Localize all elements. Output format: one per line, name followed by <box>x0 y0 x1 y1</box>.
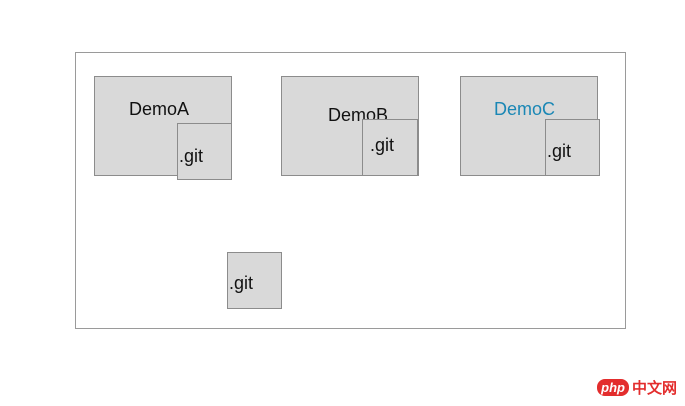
demo-a-label: DemoA <box>129 99 190 119</box>
demo-a-git-label: .git <box>179 146 204 166</box>
demo-b-git-box: .git <box>362 119 418 176</box>
demo-c-git-label: .git <box>547 141 572 161</box>
watermark-site-text: 中文网 <box>631 379 677 397</box>
demo-a-git-box: .git <box>177 123 232 180</box>
demo-c-git-box: .git <box>545 119 600 176</box>
site-watermark: php 中文网 <box>597 377 677 398</box>
demo-b-git-label: .git <box>370 135 395 155</box>
php-logo-icon: php <box>597 379 629 396</box>
demo-c-label: DemoC <box>494 99 556 119</box>
root-git-box: .git <box>227 252 282 309</box>
root-git-label: .git <box>229 273 254 293</box>
